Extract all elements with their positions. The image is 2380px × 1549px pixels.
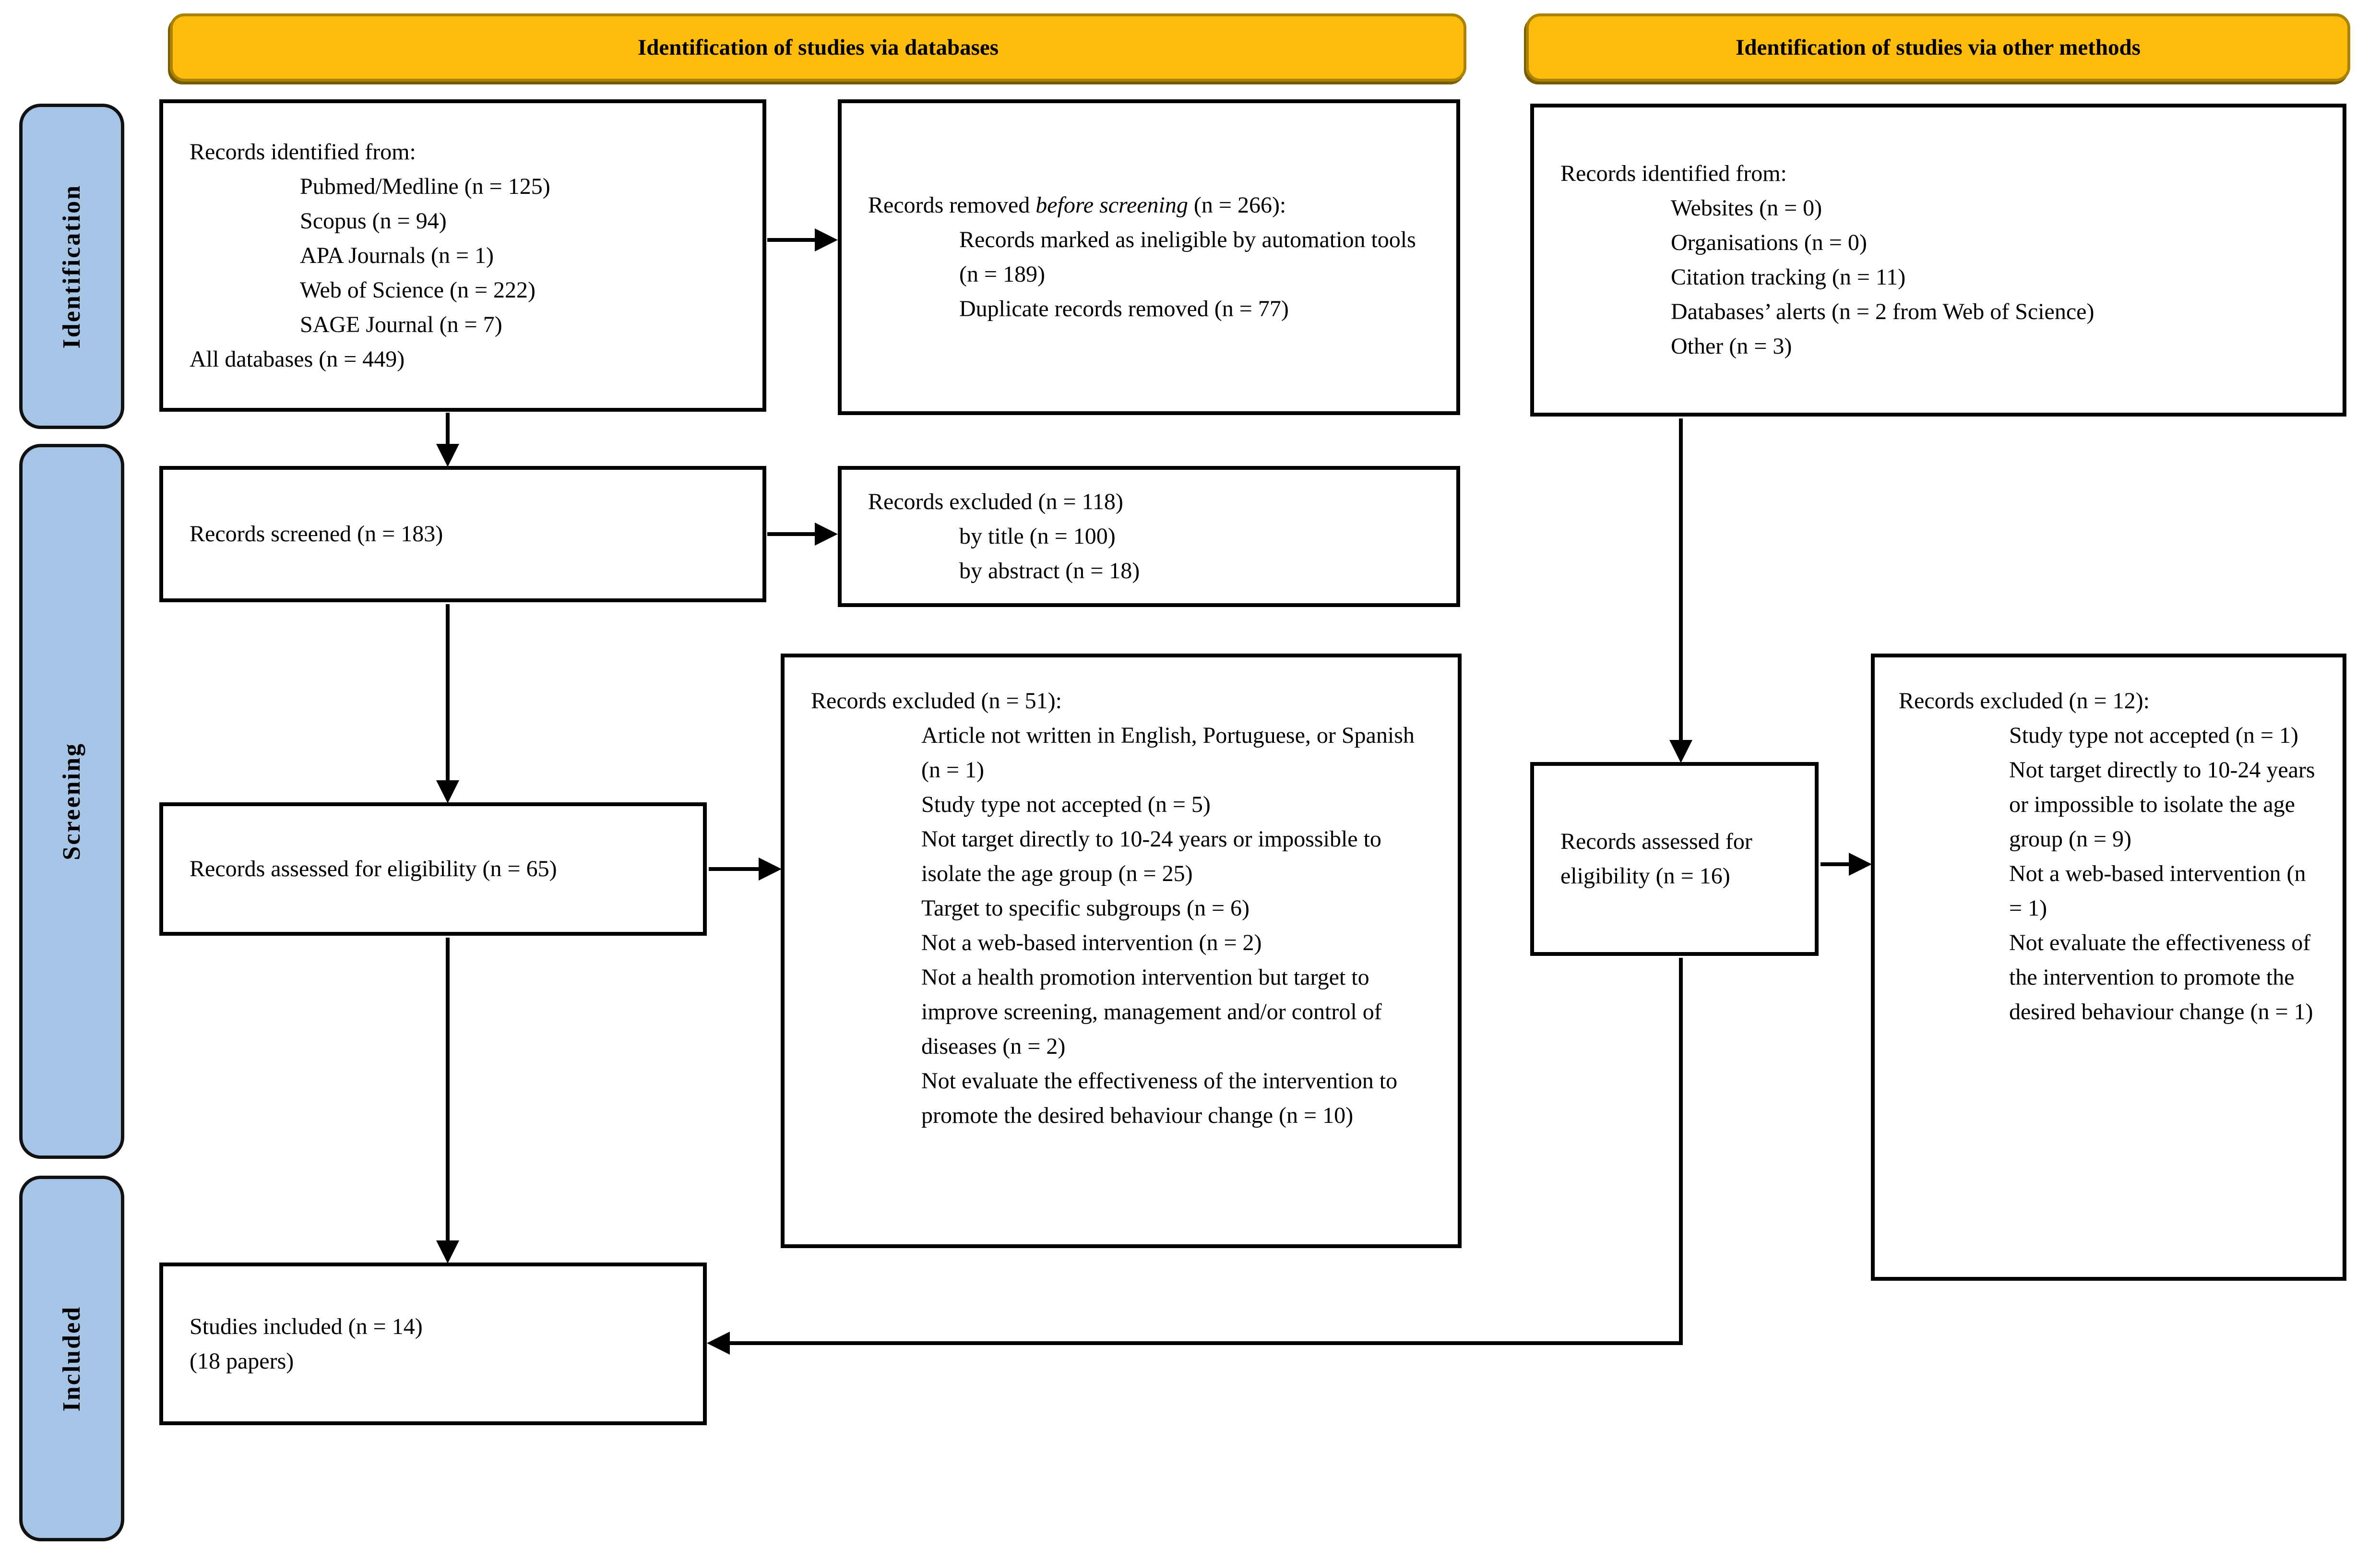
list-item: Not a web-based intervention (n = 1)	[2009, 861, 2306, 921]
title-italic: before screening	[1035, 192, 1188, 218]
arrow-assessed-to-excluded51	[709, 867, 759, 871]
arrow-assessed16-left-segment	[730, 1341, 1683, 1345]
list-item: Pubmed/Medline (n = 125)	[300, 173, 550, 199]
list-item: Organisations (n = 0)	[1671, 230, 1867, 255]
title-suffix: (n = 266):	[1188, 192, 1286, 218]
list-item: Scopus (n = 94)	[300, 208, 447, 234]
box-footer: All databases (n = 449)	[190, 346, 405, 372]
arrowhead-right-icon	[759, 858, 782, 881]
box-title: Records excluded (n = 118)	[868, 489, 1123, 514]
box-text: Records screened (n = 183)	[190, 521, 443, 547]
box-records-identified-databases: Records identified from: Pubmed/Medline …	[159, 99, 766, 412]
box-text-line2: (18 papers)	[190, 1348, 294, 1374]
box-records-screened: Records screened (n = 183)	[159, 466, 766, 602]
box-text: Records assessed for eligibility (n = 65…	[190, 856, 557, 882]
box-title: Records removed before screening (n = 26…	[868, 188, 1430, 223]
arrow-identified-other-to-assessed	[1679, 418, 1683, 740]
banner-databases: Identification of studies via databases	[170, 13, 1466, 82]
list-item: Records marked as ineligible by automati…	[959, 227, 1416, 287]
arrow-assessed16-to-excluded12	[1821, 862, 1849, 866]
box-records-excluded-screening: Records excluded (n = 118) by title (n =…	[838, 466, 1460, 607]
list-item: Other (n = 3)	[1671, 334, 1792, 359]
arrowhead-right-icon	[815, 523, 838, 546]
box-text: Records assessed for eligibility (n = 16…	[1560, 829, 1752, 889]
arrowhead-down-icon	[436, 1240, 459, 1263]
list-item: by abstract (n = 18)	[959, 558, 1140, 584]
arrow-assessed-to-included	[446, 938, 450, 1240]
stage-included: Included	[19, 1176, 124, 1541]
banner-other-methods-label: Identification of studies via other meth…	[1736, 35, 2141, 60]
stage-identification: Identification	[19, 104, 124, 429]
stage-identification-label: Identification	[58, 184, 85, 349]
box-studies-included: Studies included (n = 14) (18 papers)	[159, 1263, 707, 1425]
box-title: Records excluded (n = 51):	[811, 688, 1062, 714]
list-item: Websites (n = 0)	[1671, 195, 1822, 221]
list-item: by title (n = 100)	[959, 524, 1116, 549]
arrowhead-down-icon	[436, 780, 459, 803]
box-records-excluded-eligibility-other: Records excluded (n = 12): Study type no…	[1871, 654, 2346, 1281]
box-records-assessed-other: Records assessed for eligibility (n = 16…	[1530, 762, 1819, 956]
list-item: Not a web-based intervention (n = 2)	[921, 930, 1262, 955]
list-item: Not evaluate the effectiveness of the in…	[2009, 930, 2313, 1025]
list-item: Web of Science (n = 222)	[300, 277, 536, 303]
stage-included-label: Included	[58, 1305, 85, 1412]
box-records-assessed-databases: Records assessed for eligibility (n = 65…	[159, 802, 707, 936]
banner-databases-label: Identification of studies via databases	[637, 35, 999, 60]
list-item: Article not written in English, Portugue…	[921, 723, 1415, 783]
list-item: Not target directly to 10-24 years or im…	[2009, 757, 2315, 852]
banner-other-methods: Identification of studies via other meth…	[1526, 13, 2350, 82]
box-title: Records identified from:	[1560, 161, 1787, 186]
box-text-line1: Studies included (n = 14)	[190, 1313, 423, 1339]
list-item: Not evaluate the effectiveness of the in…	[921, 1068, 1398, 1128]
list-item: Study type not accepted (n = 1)	[2009, 723, 2298, 748]
stage-screening: Screening	[19, 444, 124, 1159]
list-item: SAGE Journal (n = 7)	[300, 311, 502, 337]
arrow-screened-to-excluded	[767, 532, 815, 536]
stage-screening-label: Screening	[58, 742, 85, 860]
list-item: Citation tracking (n = 11)	[1671, 264, 1906, 290]
list-item: Duplicate records removed (n = 77)	[959, 296, 1289, 322]
list-item: Not target directly to 10-24 years or im…	[921, 826, 1381, 886]
list-item: Study type not accepted (n = 5)	[921, 792, 1211, 817]
box-title: Records identified from:	[190, 139, 416, 165]
list-item: Not a health promotion intervention but …	[921, 965, 1382, 1059]
arrow-identified-to-screened	[446, 413, 450, 444]
arrowhead-down-icon	[1669, 740, 1692, 763]
arrowhead-right-icon	[1849, 853, 1872, 876]
arrowhead-left-icon	[707, 1332, 730, 1355]
box-records-identified-other: Records identified from: Websites (n = 0…	[1530, 104, 2346, 417]
list-item: Databases’ alerts (n = 2 from Web of Sci…	[1671, 299, 2094, 324]
box-title: Records excluded (n = 12):	[1899, 688, 2150, 714]
list-item: APA Journals (n = 1)	[300, 242, 494, 268]
arrow-assessed16-down-segment	[1679, 958, 1683, 1345]
title-prefix: Records removed	[868, 192, 1036, 218]
list-item: Target to specific subgroups (n = 6)	[921, 895, 1250, 921]
arrowhead-down-icon	[436, 444, 459, 467]
arrowhead-right-icon	[815, 228, 838, 251]
box-records-excluded-eligibility-databases: Records excluded (n = 51): Article not w…	[781, 654, 1462, 1248]
arrow-identified-to-removed	[767, 238, 815, 242]
box-records-removed-before-screening: Records removed before screening (n = 26…	[838, 99, 1460, 415]
arrow-screened-to-assessed	[446, 604, 450, 780]
